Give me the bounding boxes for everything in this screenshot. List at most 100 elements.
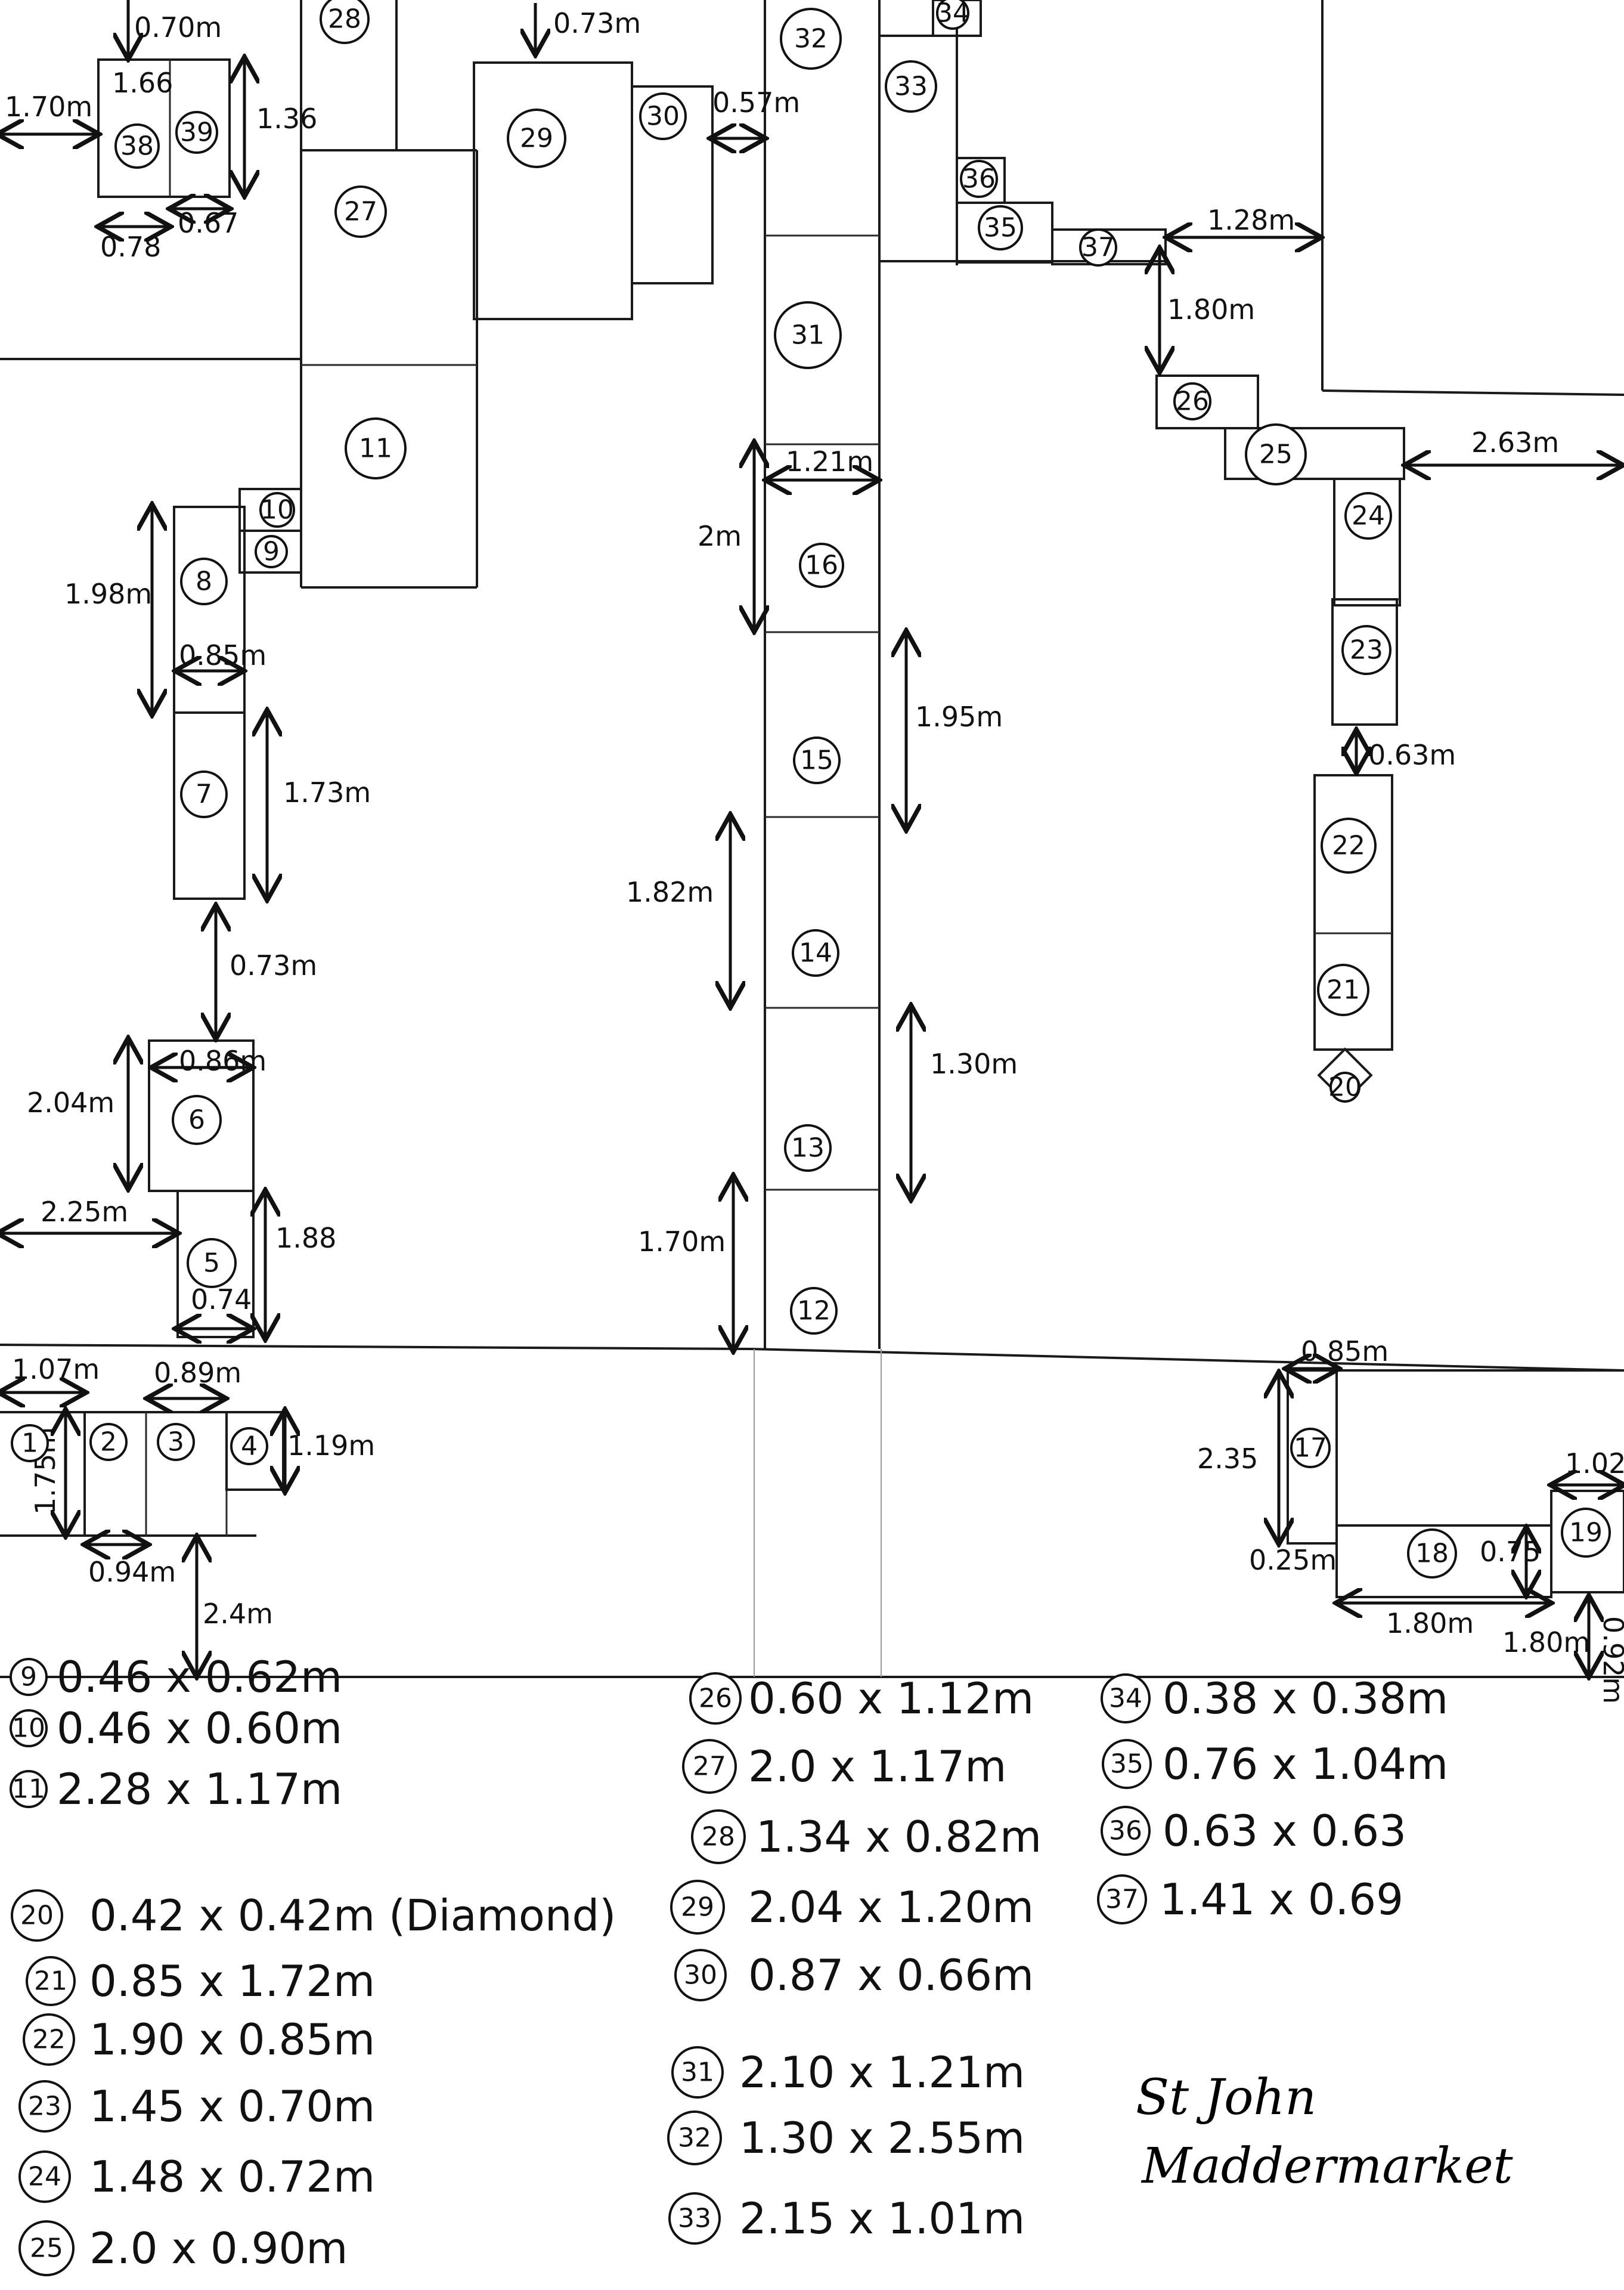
dim-label: 1.80m — [1167, 293, 1255, 326]
item-marker-9: 9 — [255, 535, 288, 568]
svg-text:37: 37 — [1105, 1884, 1139, 1915]
svg-text:26: 26 — [1176, 386, 1209, 417]
dim-label: 1.98m — [64, 578, 152, 610]
dim-label: 1.95m — [915, 701, 1003, 733]
item-marker-24: 24 — [1344, 492, 1392, 540]
svg-text:0.85 x 1.72m: 0.85 x 1.72m — [89, 1956, 375, 2006]
dimension-arrows — [0, 0, 1622, 1675]
item-marker-17: 17 — [1290, 1428, 1331, 1468]
dim-label: 0.85m — [1301, 1335, 1389, 1367]
dim-label: 1.80m — [1502, 1626, 1590, 1658]
svg-text:23: 23 — [28, 2091, 61, 2122]
svg-text:23: 23 — [1350, 635, 1383, 666]
block-27-28 — [301, 0, 478, 587]
svg-text:29: 29 — [520, 123, 553, 154]
dim-label: 2.35 — [1197, 1443, 1258, 1475]
svg-text:28: 28 — [328, 4, 361, 35]
item-marker-12: 12 — [790, 1287, 838, 1335]
dim-label: 1.70m — [5, 91, 92, 123]
svg-text:29: 29 — [681, 1892, 714, 1923]
dim-label: 1.28m — [1207, 204, 1295, 236]
item-marker-11: 11 — [345, 417, 407, 479]
dim-label: 1.66 — [112, 67, 173, 99]
svg-text:1.41 x 0.69: 1.41 x 0.69 — [1160, 1874, 1403, 1924]
dim-label: 2m — [698, 520, 742, 552]
svg-text:38: 38 — [120, 131, 154, 162]
svg-text:25: 25 — [30, 2233, 63, 2264]
svg-text:2: 2 — [100, 1427, 117, 1457]
svg-text:17: 17 — [1294, 1433, 1327, 1463]
dim-label: 1.73m — [283, 776, 371, 809]
svg-text:2.10 x 1.21m: 2.10 x 1.21m — [739, 2047, 1025, 2097]
svg-text:10: 10 — [261, 495, 294, 525]
svg-text:14: 14 — [799, 938, 832, 968]
svg-text:15: 15 — [800, 745, 833, 776]
dim-label: 1.88 — [275, 1222, 336, 1254]
item-marker-21: 21 — [1317, 964, 1369, 1016]
dim-label: 0.75 — [1480, 1536, 1541, 1568]
svg-text:26: 26 — [699, 1684, 732, 1714]
item-marker-7: 7 — [180, 770, 228, 818]
dim-label: 0.57m — [712, 86, 800, 119]
svg-text:0.60 x 1.12m: 0.60 x 1.12m — [748, 1673, 1034, 1723]
dim-label: 1.70m — [638, 1226, 726, 1258]
central-column — [764, 0, 881, 1349]
svg-text:6: 6 — [188, 1105, 205, 1135]
dim-label: 1.07m — [12, 1353, 100, 1385]
item-marker-25: 25 — [1245, 423, 1307, 485]
item-marker-27: 27 — [334, 185, 387, 238]
svg-text:4: 4 — [241, 1431, 258, 1462]
svg-text:1.34 x 0.82m: 1.34 x 0.82m — [756, 1812, 1042, 1862]
svg-text:0.46 x 0.60m: 0.46 x 0.60m — [57, 1703, 342, 1753]
item-marker-3: 3 — [157, 1423, 195, 1461]
svg-text:36: 36 — [962, 164, 996, 194]
svg-text:19: 19 — [1569, 1518, 1603, 1548]
svg-text:32: 32 — [678, 2123, 711, 2153]
block-9-10 — [238, 488, 302, 574]
svg-text:27: 27 — [344, 197, 377, 227]
item-marker-30: 30 — [639, 92, 687, 140]
legend-entry: 37 1.41 x 0.69 — [1097, 1874, 1403, 1924]
title-line-1: St John — [1136, 2069, 1316, 2126]
dim-label: 0.67 — [178, 207, 238, 239]
item-marker-14: 14 — [792, 929, 839, 977]
svg-text:22: 22 — [32, 2025, 66, 2055]
item-marker-39: 39 — [175, 111, 218, 154]
block-8-7 — [173, 506, 246, 900]
item-markers: 28 27 29 30 32 33 34 36 35 37 31 26 25 2… — [11, 0, 1611, 1579]
dim-label: 0.78 — [100, 231, 161, 263]
title-line-2: Maddermarket — [1140, 2138, 1514, 2195]
svg-text:39: 39 — [180, 117, 213, 148]
dim-label: 0.70m — [134, 11, 222, 44]
item-marker-28: 28 — [320, 0, 370, 44]
svg-text:28: 28 — [702, 1822, 735, 1852]
svg-text:22: 22 — [1332, 831, 1365, 861]
dim-label: 1.82m — [626, 876, 714, 908]
svg-text:5: 5 — [203, 1248, 220, 1279]
dim-label: 2.63m — [1471, 426, 1559, 459]
dim-label: 0.94m — [88, 1556, 176, 1588]
svg-text:7: 7 — [196, 779, 212, 810]
svg-text:1.90 x 0.85m: 1.90 x 0.85m — [89, 2014, 375, 2065]
svg-text:2.15 x 1.01m: 2.15 x 1.01m — [739, 2193, 1025, 2243]
block-33-37 — [879, 0, 1169, 265]
item-marker-1: 1 — [11, 1424, 49, 1462]
item-marker-2: 2 — [89, 1423, 128, 1461]
svg-text:2.0 x 0.90m: 2.0 x 0.90m — [89, 2223, 348, 2273]
svg-text:11: 11 — [359, 434, 392, 464]
item-marker-26: 26 — [1173, 382, 1211, 420]
svg-text:2.0 x 1.17m: 2.0 x 1.17m — [748, 1741, 1006, 1791]
